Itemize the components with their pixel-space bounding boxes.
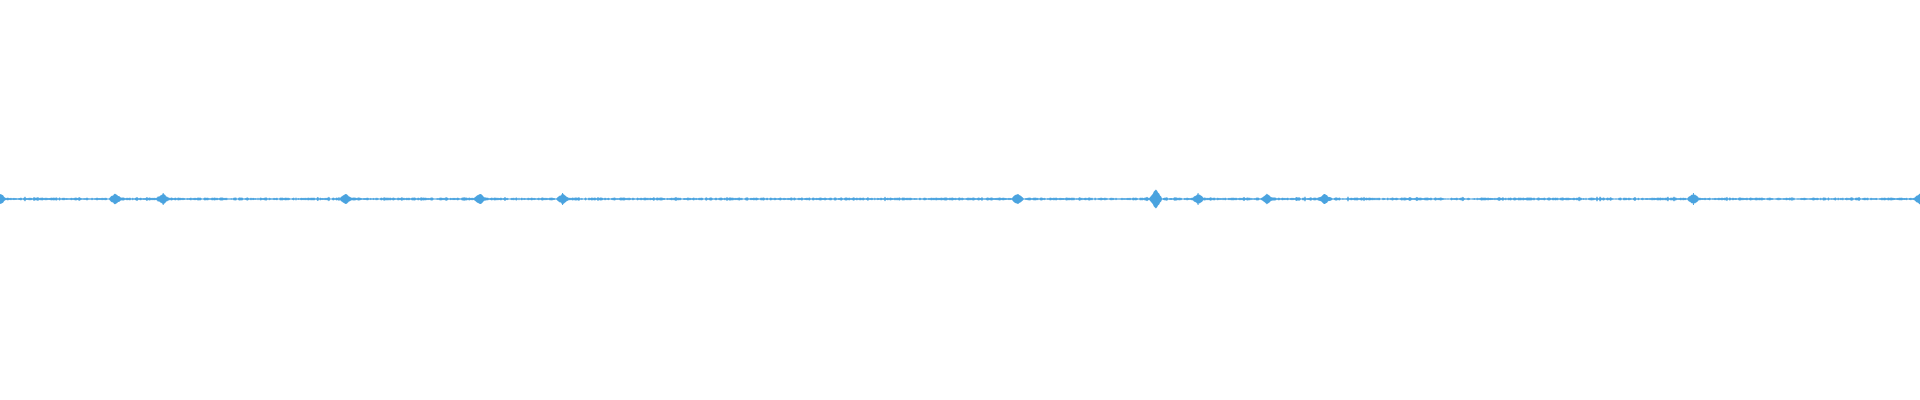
audio-waveform (0, 189, 1920, 209)
waveform-canvas (0, 189, 1920, 209)
